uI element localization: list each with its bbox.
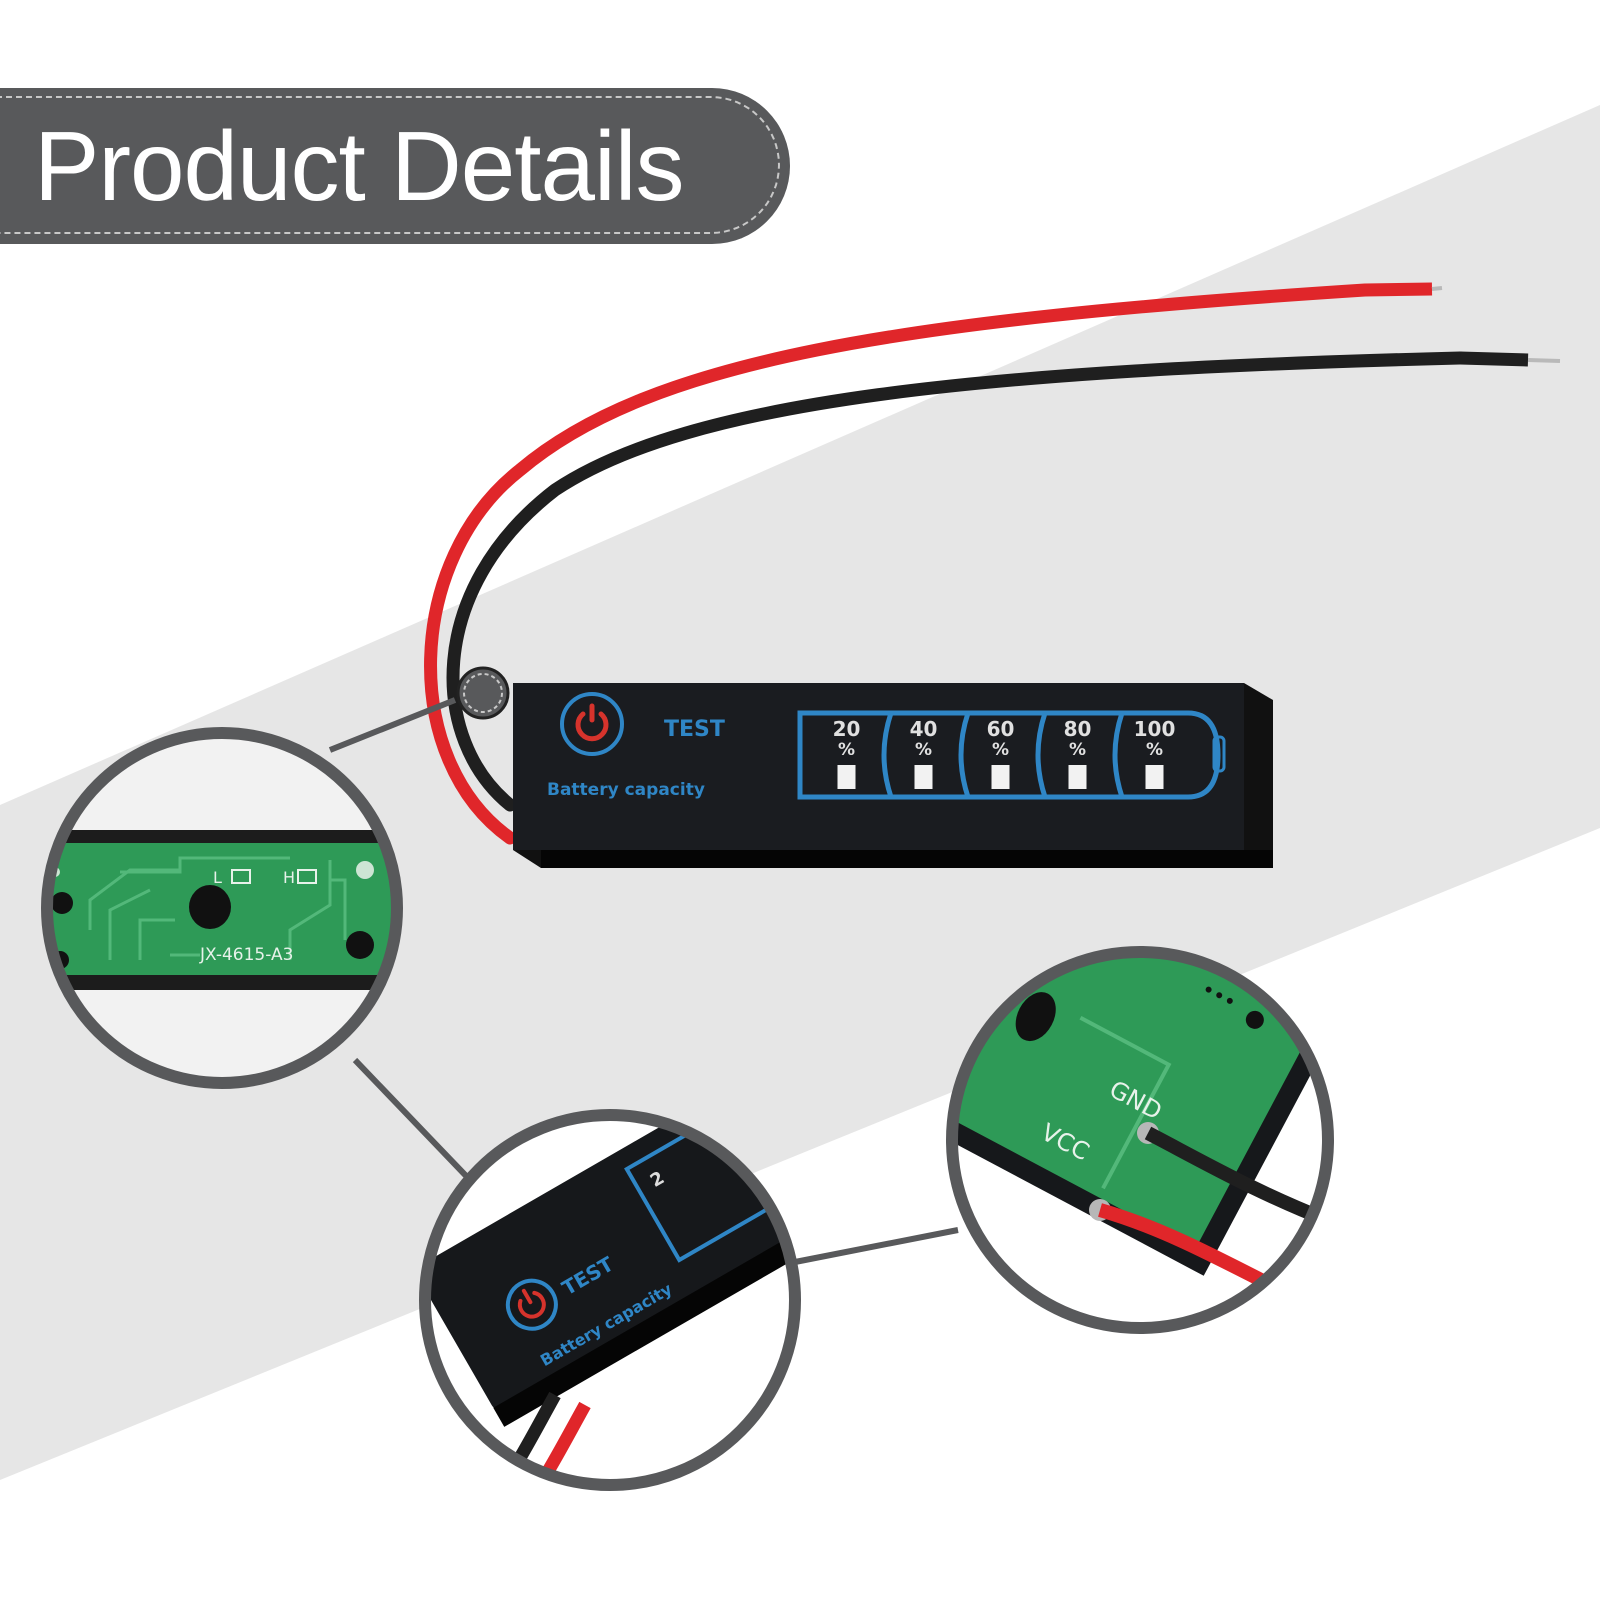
segment-divider — [958, 712, 971, 798]
battery-indicator-device: TEST Battery capacity — [513, 683, 1273, 868]
segment-divider — [881, 712, 894, 798]
level-value: 20 — [833, 717, 861, 741]
battery-capacity-caption: Battery capacity — [547, 780, 705, 800]
level-segment-80: 80% — [1035, 712, 1092, 798]
level-led — [914, 765, 933, 789]
product-details-banner: Product Details — [0, 88, 790, 244]
level-unit: % — [838, 740, 855, 760]
pcb-pad-h-label: H — [283, 868, 295, 887]
level-unit: % — [1069, 740, 1086, 760]
segment-divider — [1112, 712, 1125, 798]
level-led — [837, 765, 856, 789]
banner-title: Product Details — [34, 111, 685, 221]
pcb-part-number: JX-4615-A3 — [199, 945, 293, 965]
banner-dashed-border — [0, 96, 780, 234]
level-unit: % — [1146, 740, 1163, 760]
level-value: 80 — [1064, 717, 1092, 741]
level-value: 100 — [1134, 717, 1176, 741]
level-value: 60 — [987, 717, 1015, 741]
level-value: 40 — [910, 717, 938, 741]
power-icon — [560, 692, 624, 756]
level-led — [1145, 765, 1164, 789]
pcb-pad-l-label: L — [213, 868, 222, 887]
level-segment-20: 20% — [833, 717, 861, 789]
level-segment-60: 60% — [958, 712, 1015, 798]
level-segments: 20%40%60%80%100% — [833, 712, 1176, 798]
level-segment-100: 100% — [1112, 712, 1176, 798]
battery-outline-icon — [797, 710, 1226, 800]
level-led — [1068, 765, 1087, 789]
callout-connectors — [328, 697, 959, 1265]
level-unit: % — [992, 740, 1009, 760]
level-unit: % — [915, 740, 932, 760]
test-label: TEST — [664, 717, 725, 742]
callout-side-view: TEST Battery capacity 2 — [419, 1109, 801, 1491]
callout-pcb-back: L H JX-4615-A3 — [41, 727, 403, 1089]
segment-divider — [1035, 712, 1048, 798]
level-segment-40: 40% — [881, 712, 938, 798]
focus-marker — [456, 666, 510, 720]
level-led — [991, 765, 1010, 789]
